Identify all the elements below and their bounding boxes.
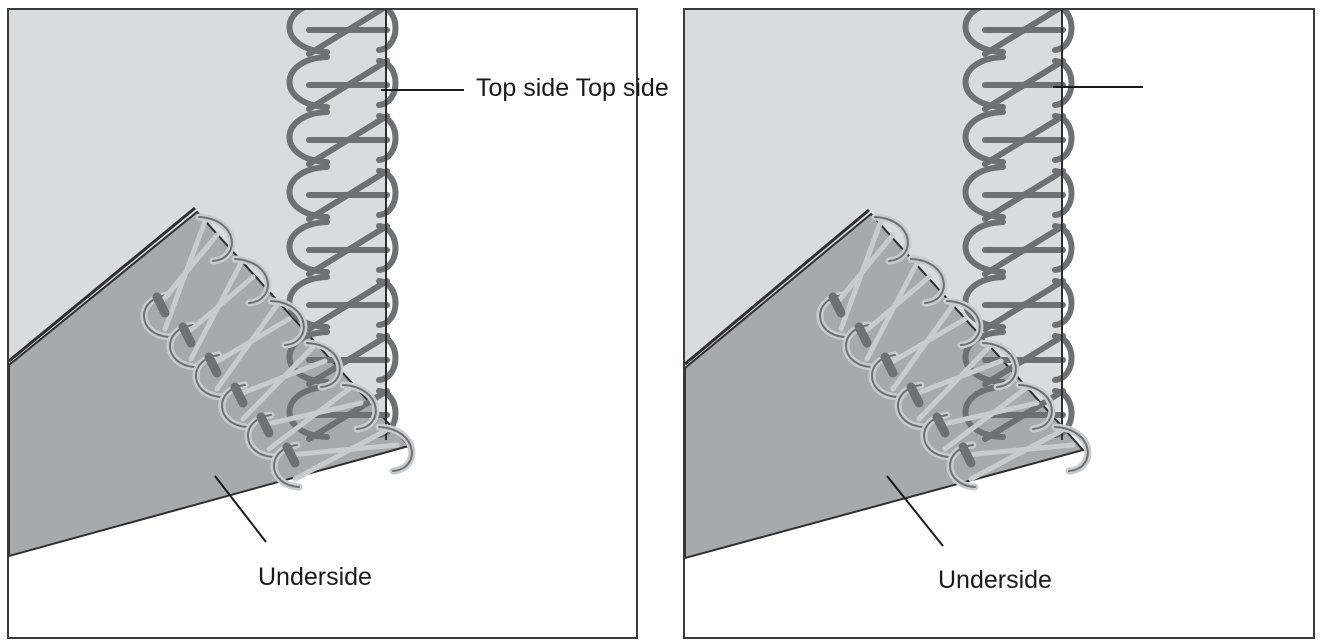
right-diagram-panel (683, 8, 1315, 639)
left-overlock-illustration (9, 10, 638, 639)
underside-label-right: Underside (938, 568, 1052, 593)
left-diagram-panel (7, 8, 638, 639)
underside-label-left: Underside (258, 565, 372, 590)
right-overlock-illustration (685, 10, 1315, 639)
top-side-label: Top side Top side (476, 76, 669, 101)
